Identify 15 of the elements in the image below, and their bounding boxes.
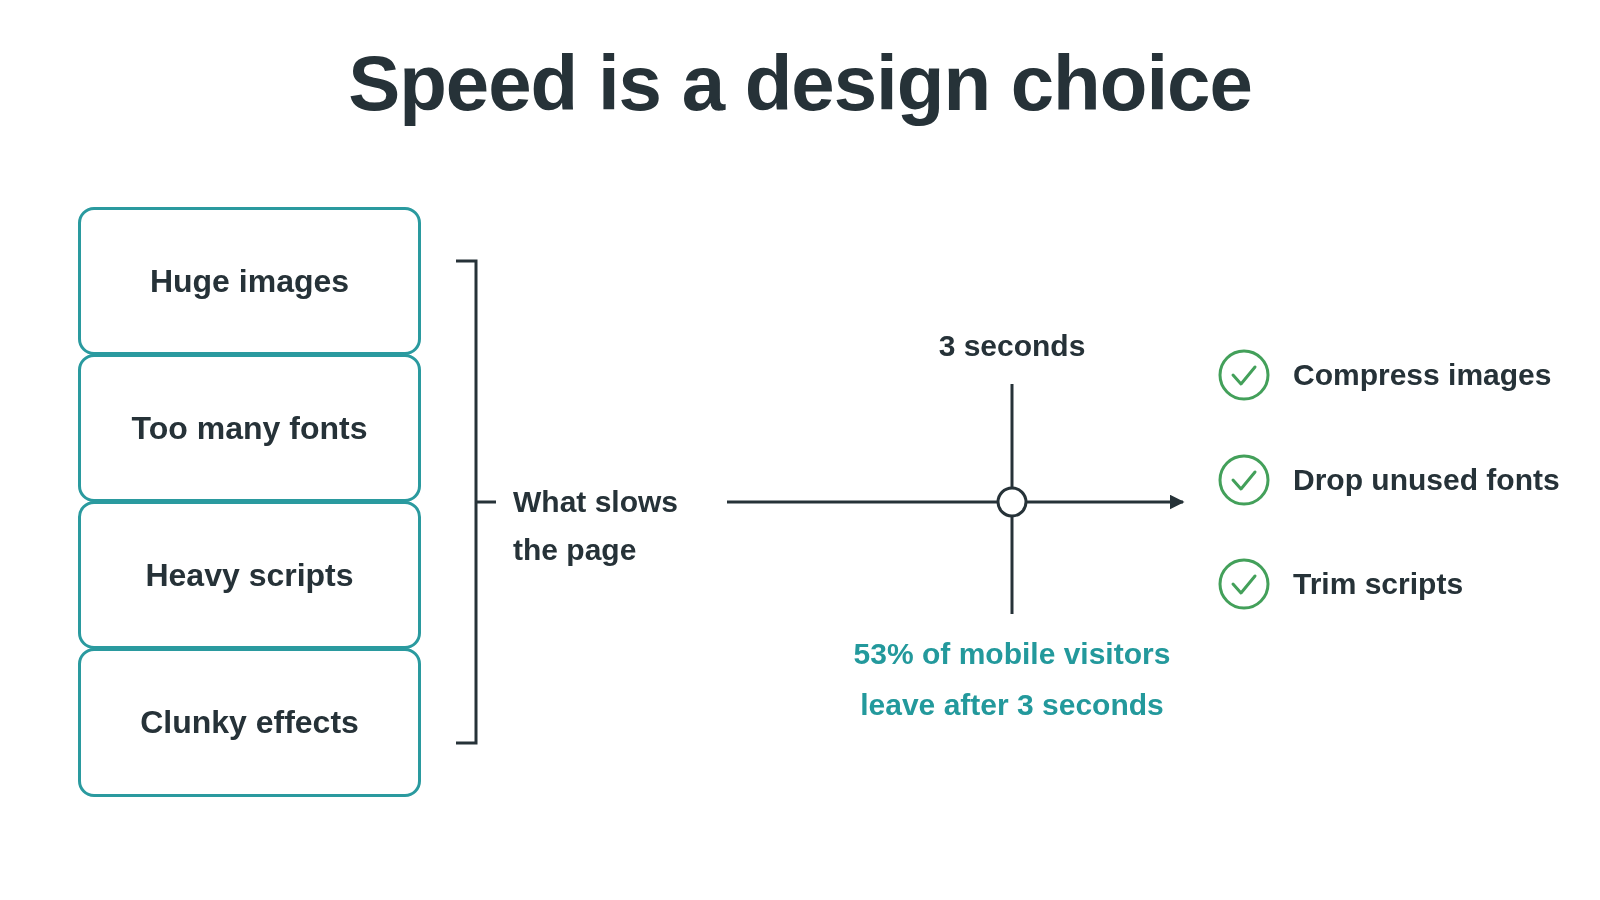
action-text: Drop unused fonts [1293, 462, 1561, 498]
box-label: Too many fonts [131, 409, 368, 447]
cause-box [78, 354, 421, 502]
cause-box [78, 648, 421, 797]
statistic-note: 53% of mobile visitors leave after 3 seconds [852, 636, 1172, 723]
action-text: Trim scripts [1293, 566, 1465, 602]
cause-box [78, 207, 421, 355]
annotation: 3 seconds [937, 328, 1087, 364]
action-text: Compress images [1293, 357, 1553, 393]
box-label: Clunky effects [140, 704, 359, 741]
cause-box [78, 501, 421, 649]
box-label: Huge images [149, 262, 350, 300]
title: Speed is a design choice [347, 38, 1253, 129]
annotation: What slows the page [513, 484, 679, 568]
box-label: Heavy scripts [145, 556, 354, 594]
